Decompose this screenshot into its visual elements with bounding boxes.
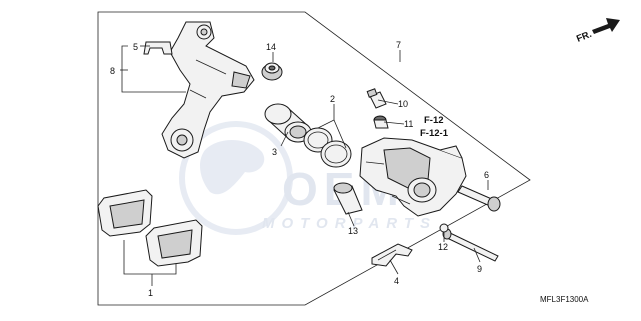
pad-pin [442, 228, 499, 262]
watermark-globe [179, 121, 293, 235]
ref-f12-1: F-12-1 [420, 128, 449, 139]
caliper-body [359, 137, 467, 217]
leader-lines [120, 45, 489, 286]
brake-pads [97, 189, 203, 267]
label-12: 12 [438, 242, 448, 252]
pad-clip [143, 41, 173, 55]
label-11: 11 [404, 119, 413, 129]
label-4: 4 [394, 276, 399, 286]
arrow-icon [592, 18, 620, 34]
piston [264, 103, 312, 143]
label-9: 9 [477, 264, 482, 274]
label-5: 5 [133, 42, 138, 52]
pad-spring [371, 243, 413, 267]
label-8: 8 [110, 66, 115, 76]
diagram-code: MFL3F1300A [540, 295, 589, 304]
label-7: 7 [396, 40, 401, 50]
front-direction-arrow: FR. [575, 18, 620, 45]
caliper-bracket [161, 21, 255, 159]
part-labels: 5 8 14 2 3 10 11 F-12 F-12-1 7 6 13 12 9… [110, 40, 489, 298]
watermark-continent [199, 140, 265, 195]
pad-pin-plug [439, 223, 449, 233]
ref-f12: F-12 [424, 115, 444, 126]
label-6: 6 [484, 170, 489, 180]
label-14: 14 [266, 42, 276, 52]
piston-seals [303, 127, 352, 168]
label-2: 2 [330, 94, 335, 104]
label-1: 1 [148, 288, 153, 298]
label-13: 13 [348, 226, 358, 236]
watermark-sub: MOTORPARTS [262, 215, 437, 232]
slide-pin [333, 182, 363, 215]
pin-bolt [457, 185, 501, 212]
bleeder-screw [366, 88, 387, 109]
slide-boot [261, 62, 283, 81]
label-3: 3 [272, 147, 277, 157]
assembly-outline [97, 11, 531, 306]
front-direction-label: FR. [575, 29, 593, 45]
label-10: 10 [398, 99, 408, 109]
